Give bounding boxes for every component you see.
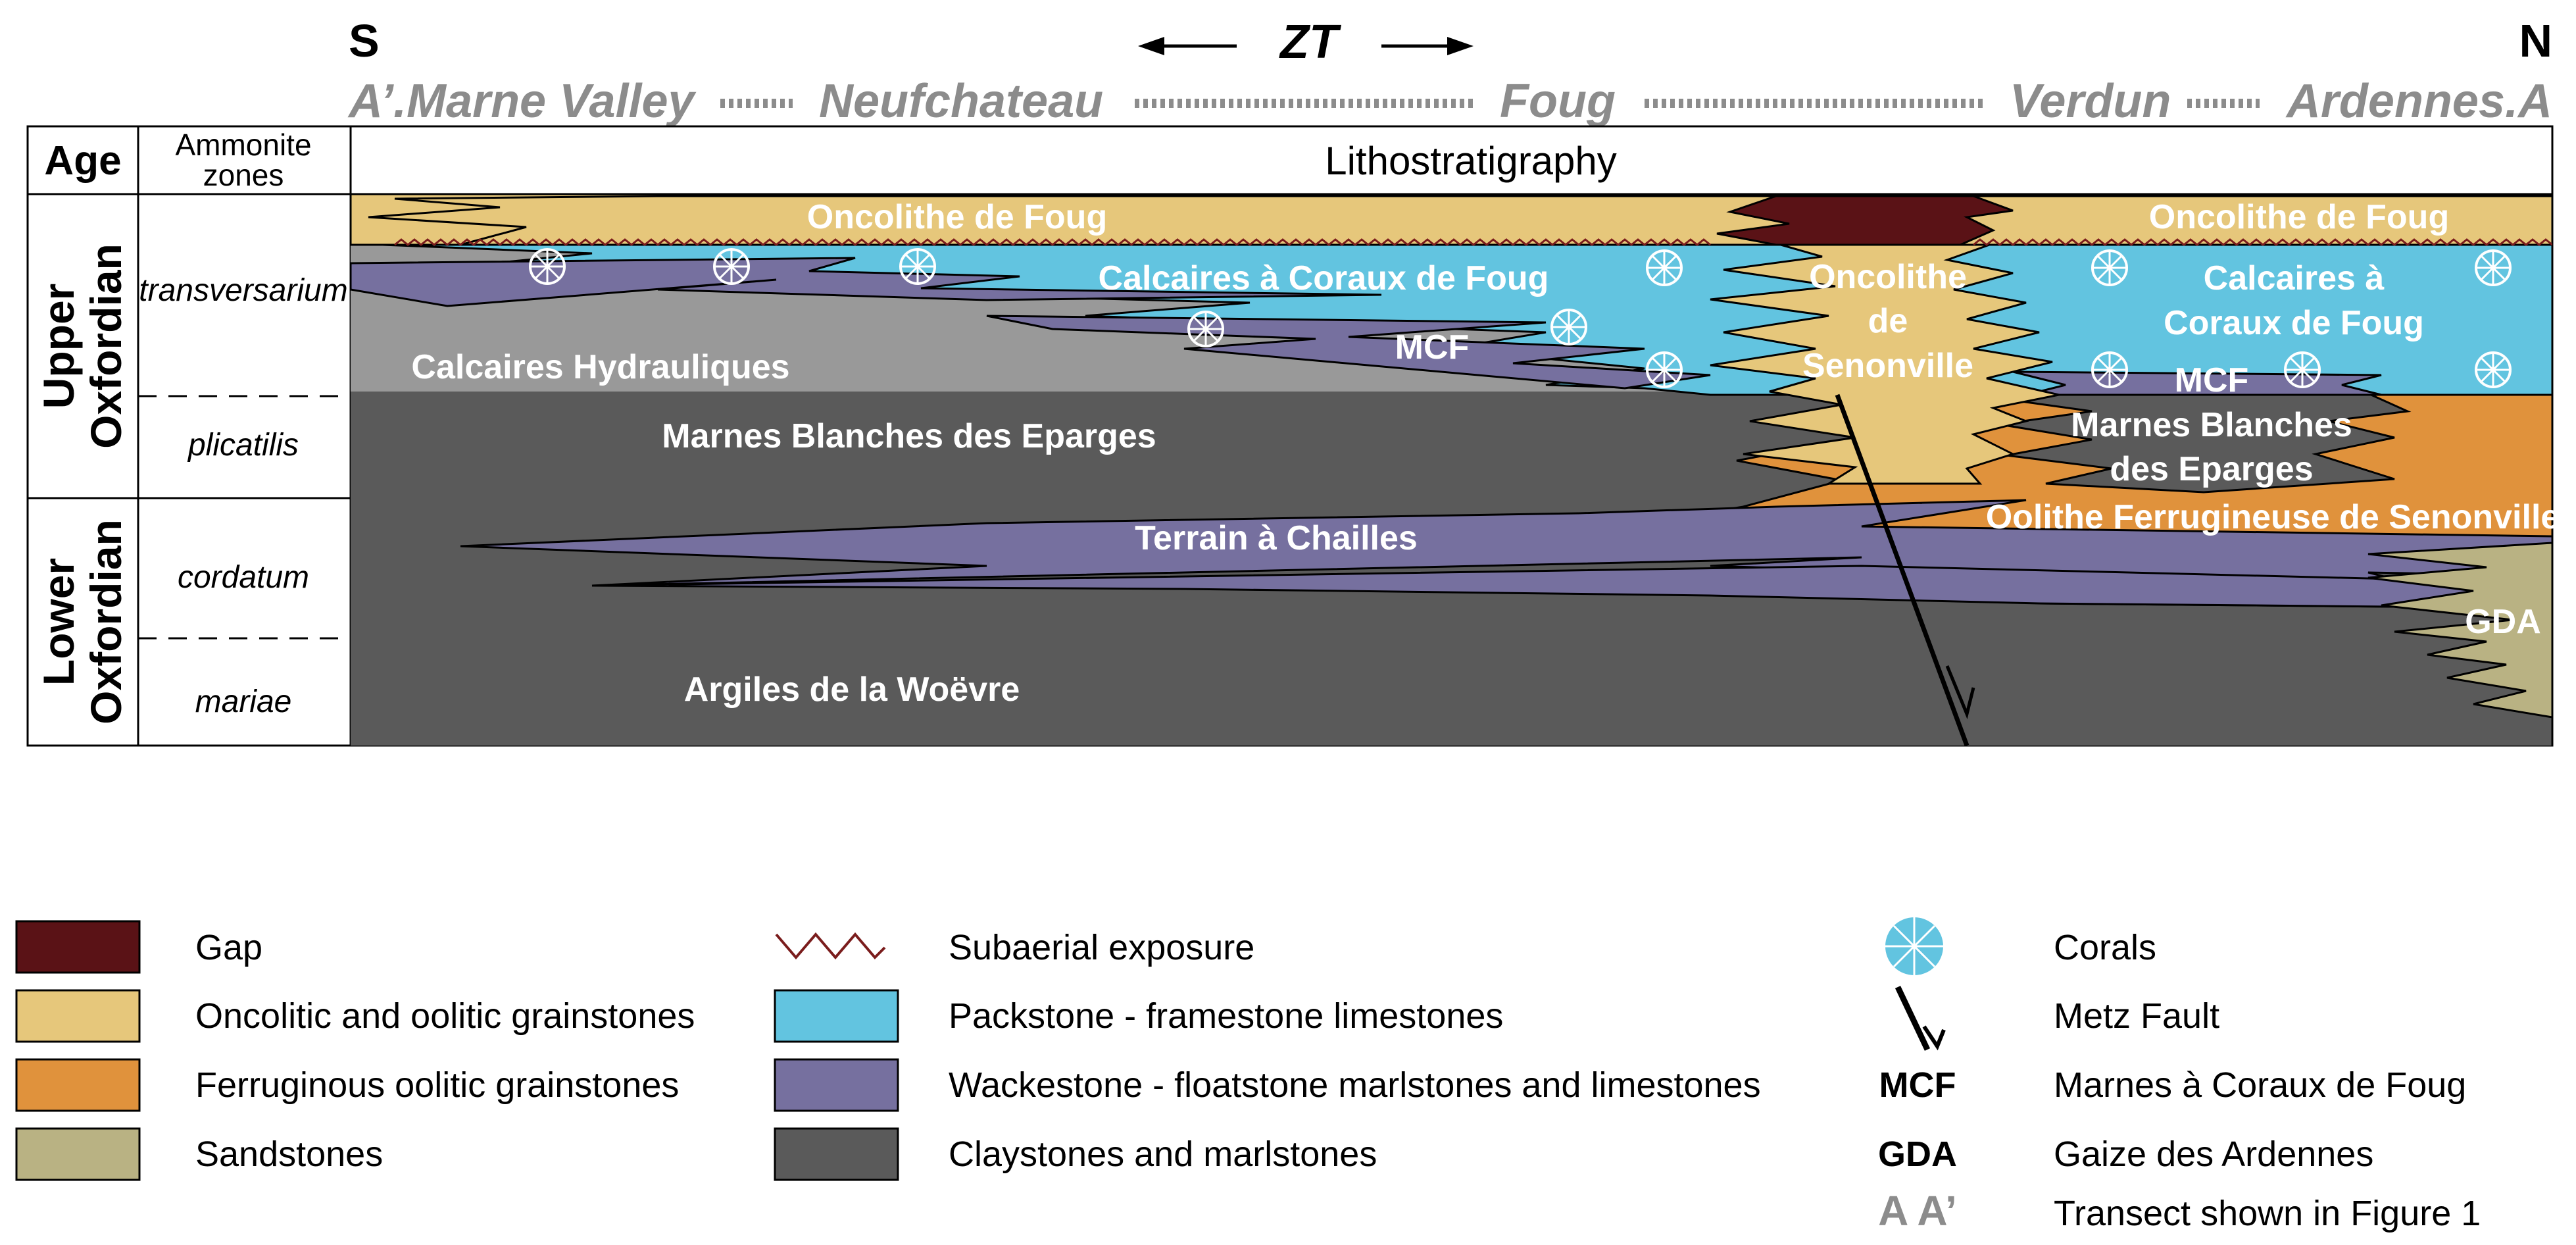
location-foug: Foug	[1500, 75, 1616, 128]
zone-transversarium: transversarium	[139, 273, 347, 308]
location-marne-valley: A’.Marne Valley	[347, 75, 697, 128]
unit-senonville-1: Oncolithe	[1809, 258, 1967, 296]
unit-calcaires-hydrauliques: Calcaires Hydrauliques	[411, 348, 789, 386]
metz-fault-arrow	[1945, 665, 1975, 719]
legend-label-metz-fault: Metz Fault	[2054, 996, 2219, 1036]
legend-subaerial-zigzag	[775, 932, 886, 960]
coral-icon	[713, 248, 750, 285]
unit-oncolithe-foug-south: Oncolithe de Foug	[807, 198, 1107, 236]
gap-body	[1716, 195, 2014, 246]
north-label: N	[2519, 15, 2552, 66]
south-label: S	[349, 15, 380, 66]
coral-icon	[2091, 351, 2128, 388]
legend-symbol-gda: GDA	[1878, 1134, 1957, 1174]
location-bar: A’.Marne Valley Neufchateau Foug Verdun …	[347, 75, 2552, 128]
unit-senonville-2: de	[1868, 302, 1908, 340]
unit-calcaires-coraux-south: Calcaires à Coraux de Foug	[1099, 259, 1549, 297]
subaerial-exposure-line	[394, 238, 1711, 246]
location-ardennes: Ardennes.A	[2285, 75, 2552, 128]
legend-label-ferruginous: Ferruginous oolitic grainstones	[195, 1065, 679, 1105]
legend-label-gda: Gaize des Ardennes	[2054, 1134, 2373, 1174]
unit-oolithe-ferrugineuse: Oolithe Ferrugineuse de Senonville	[1986, 498, 2560, 536]
zone-mariae: mariae	[195, 684, 292, 719]
wackestone-lens-2	[986, 315, 1711, 390]
ammonite-header-line2: zones	[203, 158, 284, 192]
legend-label-transect: Transect shown in Figure 1	[2054, 1194, 2481, 1233]
age-column-header: Age	[44, 138, 121, 184]
location-neufchateau: Neufchateau	[819, 75, 1103, 128]
unit-argiles-woevre: Argiles de la Woëvre	[684, 671, 1020, 709]
legend: Gap Oncolitic and oolitic grainstones Fe…	[15, 917, 2481, 1234]
legend-label-oncolitic: Oncolitic and oolitic grainstones	[195, 996, 695, 1036]
lower-oxfordian-line2: Oxfordian	[82, 519, 130, 724]
legend-label-mcf: Marnes à Coraux de Foug	[2054, 1065, 2466, 1105]
legend-swatch-gap	[15, 920, 141, 974]
upper-oxfordian-line1: Upper	[34, 284, 83, 409]
marnes-north-tongue	[1973, 392, 2412, 494]
legend-swatch-claystone	[774, 1127, 899, 1181]
coral-icon	[2284, 351, 2321, 388]
unit-calcaires-coraux-north-2: Coraux de Foug	[2164, 304, 2424, 342]
location-verdun: Verdun	[2010, 75, 2171, 128]
cross-section	[351, 194, 2552, 746]
legend-symbol-mcf: MCF	[1879, 1065, 1956, 1105]
lithostratigraphy-header: Lithostratigraphy	[1325, 139, 1617, 183]
wackestone-lens-mcf-n	[2012, 370, 2382, 396]
unit-gda: GDA	[2465, 603, 2541, 641]
unit-marnes-blanches-north-1: Marnes Blanches	[2071, 406, 2352, 444]
coral-icon	[1187, 311, 1224, 347]
oncolithe-senonville-body	[1710, 242, 2060, 485]
legend-swatch-packstone	[774, 989, 899, 1043]
unit-senonville-3: Senonville	[1802, 347, 1973, 385]
gda-sandstone	[2367, 542, 2552, 746]
upper-oxfordian-line2: Oxfordian	[82, 243, 130, 449]
coral-icon	[2475, 351, 2512, 388]
zt-arrows	[1138, 37, 1474, 55]
unit-mcf-south: MCF	[1395, 328, 1470, 367]
subaerial-exposure-line-north	[1973, 238, 2552, 246]
legend-swatch-ferruginous	[15, 1058, 141, 1112]
lower-oxfordian-line1: Lower	[34, 558, 83, 686]
legend-label-subaerial: Subaerial exposure	[949, 928, 1254, 967]
legend-swatch-sandstones	[15, 1127, 141, 1181]
legend-label-sandstones: Sandstones	[195, 1134, 383, 1174]
ammonite-header-line1: Ammonite	[175, 128, 311, 162]
legend-swatch-oncolitic	[15, 989, 141, 1043]
coral-icon	[2475, 249, 2512, 286]
unit-mcf-north: MCF	[2175, 361, 2249, 399]
legend-symbol-transect: A A’	[1878, 1187, 1957, 1234]
coral-icon	[1646, 249, 1683, 286]
unit-calcaires-coraux-north-1: Calcaires à	[2204, 259, 2385, 297]
coral-icon	[529, 248, 566, 285]
legend-label-wackestone: Wackestone - floatstone marlstones and l…	[949, 1065, 1761, 1105]
zt-label: ZT	[1279, 16, 1342, 68]
wackestone-lens-1	[351, 257, 1382, 307]
coral-icon	[1550, 309, 1587, 345]
legend-label-corals: Corals	[2054, 928, 2156, 967]
zone-plicatilis: plicatilis	[187, 428, 299, 463]
metz-fault-line	[1835, 394, 1969, 746]
unit-marnes-blanches-north-2: des Eparges	[2110, 450, 2313, 488]
coral-icon	[899, 248, 936, 285]
unit-terrain-chailles: Terrain à Chailles	[1135, 519, 1418, 557]
unit-marnes-blanches-south: Marnes Blanches des Eparges	[662, 417, 1156, 455]
unit-oncolithe-foug-north: Oncolithe de Foug	[2149, 198, 2449, 236]
coral-icon	[2091, 249, 2128, 286]
legend-label-claystone: Claystones and marlstones	[949, 1134, 1377, 1174]
zone-cordatum: cordatum	[178, 560, 309, 595]
legend-label-packstone: Packstone - framestone limestones	[949, 996, 1503, 1036]
legend-coral-icon	[1885, 917, 1943, 975]
coral-icon	[1646, 351, 1683, 388]
legend-label-gap: Gap	[195, 928, 262, 967]
legend-swatch-wackestone	[774, 1058, 899, 1112]
legend-fault-icon	[1895, 986, 1946, 1051]
